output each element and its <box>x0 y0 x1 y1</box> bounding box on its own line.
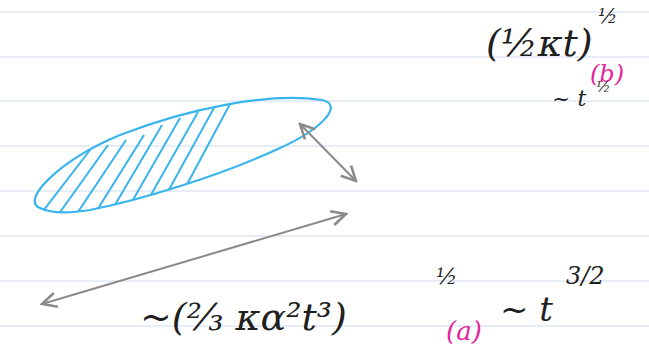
shaded-blob <box>35 98 331 212</box>
scaling-law: ~ t <box>552 88 586 110</box>
exponent: ½ <box>436 266 457 288</box>
exponent: ½ <box>596 80 611 95</box>
case-tag: (a) <box>446 318 482 344</box>
width-formula: (½κt) <box>486 24 593 62</box>
length-arrow <box>42 214 346 304</box>
length-formula: ~(⅔ κα²t³) <box>140 298 347 336</box>
width-arrow <box>300 124 356 181</box>
exponent: 3/2 <box>566 264 605 288</box>
exponent: ½ <box>598 6 617 26</box>
scaling-law: ~ t <box>500 292 553 326</box>
ruled-lines <box>0 12 649 326</box>
